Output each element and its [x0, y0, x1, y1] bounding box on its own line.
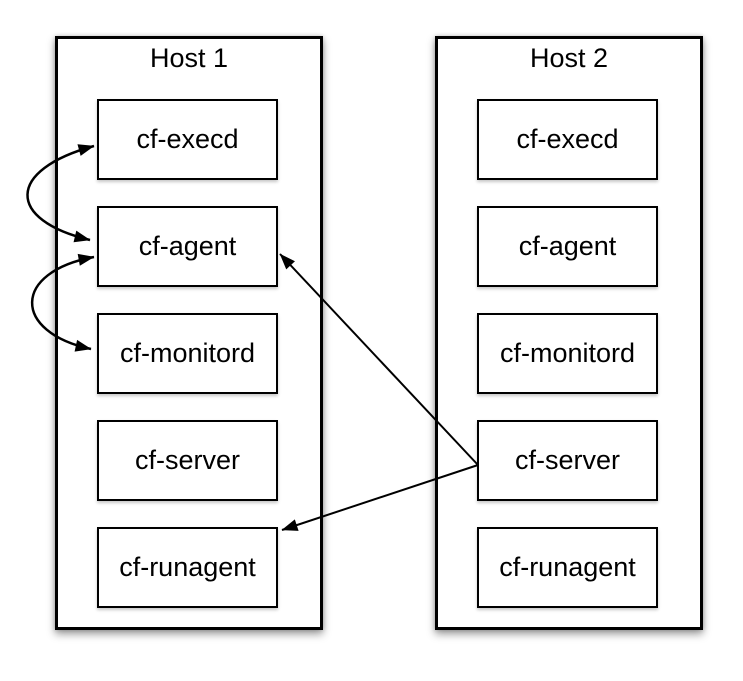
host-1-title: Host 1: [149, 43, 229, 73]
component-label: cf-execd: [136, 124, 239, 154]
host-2-component-cf-monitord: cf-monitord: [477, 313, 658, 394]
host-1-component-cf-monitord: cf-monitord: [97, 313, 278, 394]
host-2-component-cf-runagent: cf-runagent: [477, 527, 658, 608]
host-2-title: Host 2: [529, 43, 609, 73]
host-1-component-cf-execd: cf-execd: [97, 99, 278, 180]
component-label: cf-agent: [518, 231, 617, 261]
host-1-component-cf-server: cf-server: [97, 420, 278, 501]
host-1-component-cf-agent: cf-agent: [97, 206, 278, 287]
component-label: cf-agent: [138, 231, 237, 261]
host-2-component-cf-execd: cf-execd: [477, 99, 658, 180]
component-label: cf-server: [134, 445, 240, 475]
component-label: cf-monitord: [119, 338, 256, 368]
component-label: cf-monitord: [499, 338, 636, 368]
host-1-box: Host 1 cf-execd cf-agent cf-monitord cf-…: [55, 36, 323, 630]
host-2-component-cf-agent: cf-agent: [477, 206, 658, 287]
component-label: cf-runagent: [119, 552, 256, 582]
component-label: cf-server: [514, 445, 620, 475]
component-label: cf-runagent: [499, 552, 636, 582]
host-1-component-cf-runagent: cf-runagent: [97, 527, 278, 608]
component-label: cf-execd: [516, 124, 619, 154]
host-2-box: Host 2 cf-execd cf-agent cf-monitord cf-…: [435, 36, 703, 630]
host-2-component-cf-server: cf-server: [477, 420, 658, 501]
